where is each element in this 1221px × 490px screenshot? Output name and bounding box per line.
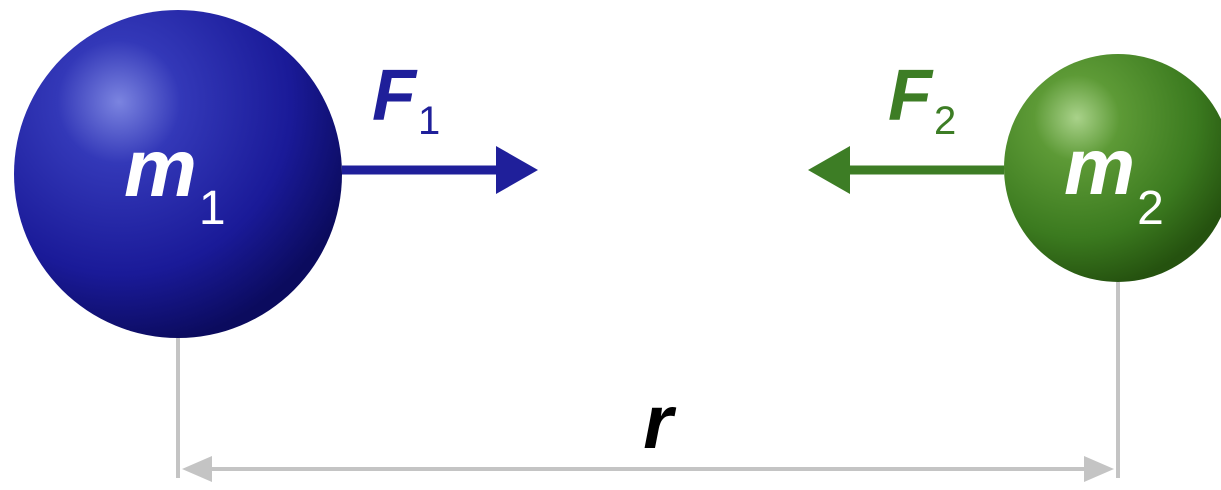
force2-subscript: 2 bbox=[934, 99, 956, 143]
force1-symbol: F bbox=[372, 56, 418, 136]
force1-label: F1 bbox=[372, 56, 440, 143]
mass2-subscript: 2 bbox=[1137, 182, 1164, 235]
mass1-label: m1 bbox=[124, 123, 226, 235]
distance-label: r bbox=[643, 380, 677, 465]
force2-symbol: F bbox=[888, 56, 934, 136]
mass1-symbol: m bbox=[124, 123, 197, 214]
force1-subscript: 1 bbox=[418, 99, 440, 143]
mass2-symbol: m bbox=[1064, 122, 1135, 211]
distance-arrowhead-right bbox=[1084, 456, 1114, 482]
force2-label: F2 bbox=[888, 56, 956, 143]
force1-arrowhead bbox=[496, 146, 538, 194]
mass1-sphere bbox=[14, 10, 342, 338]
mass2-label: m2 bbox=[1064, 122, 1164, 235]
force2-arrowhead bbox=[808, 146, 850, 194]
mass2-sphere bbox=[1004, 54, 1221, 282]
mass1-subscript: 1 bbox=[199, 182, 226, 235]
distance-arrowhead-left bbox=[182, 456, 212, 482]
